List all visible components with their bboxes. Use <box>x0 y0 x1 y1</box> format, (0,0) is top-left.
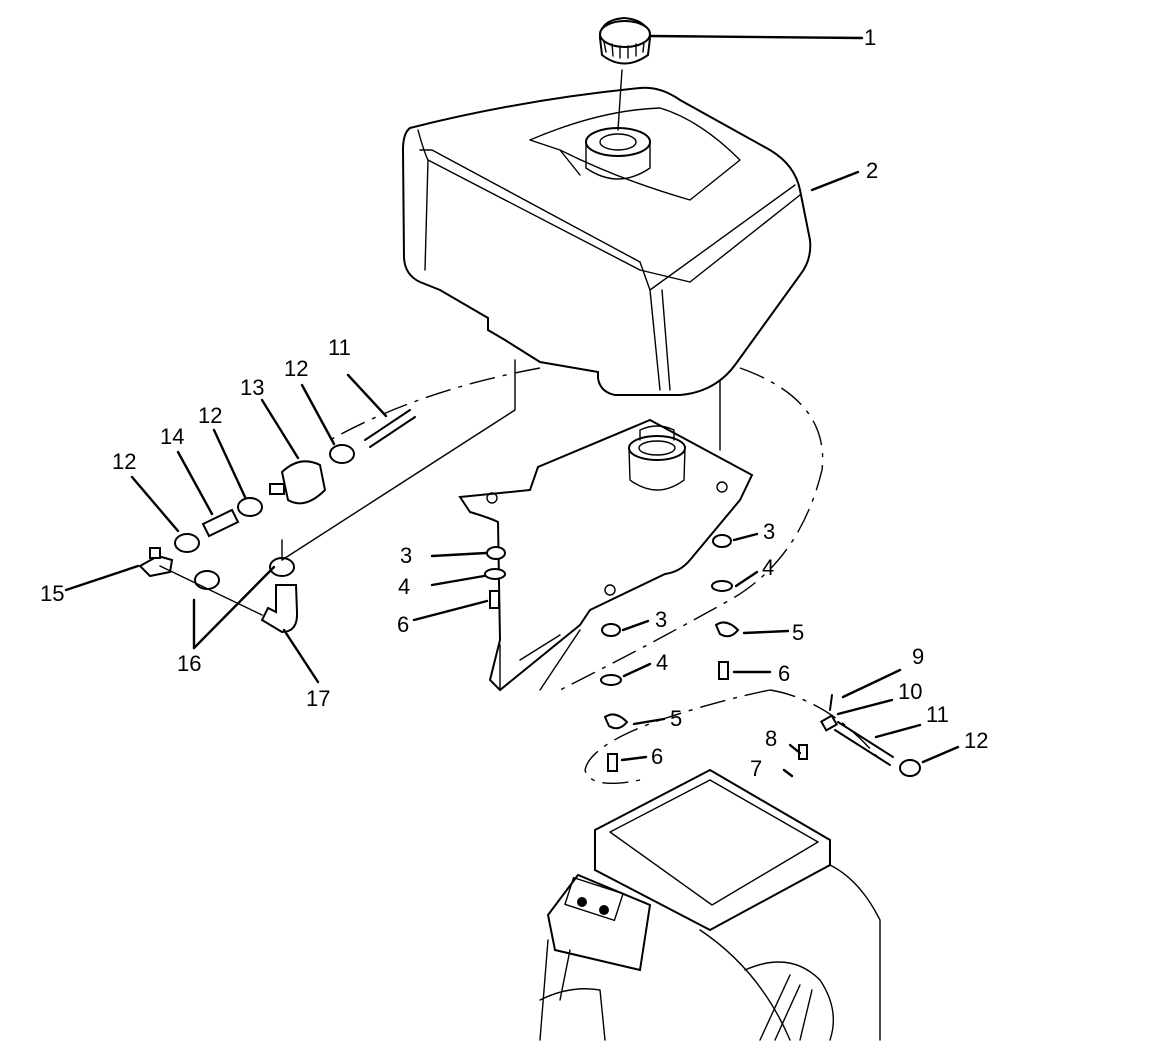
callout-1: 1 <box>864 25 876 50</box>
callout-5a: 5 <box>792 620 804 645</box>
callout-5b: 5 <box>670 706 682 731</box>
callout-12d: 12 <box>964 728 988 753</box>
callout-3b: 3 <box>763 519 775 544</box>
callout-8: 8 <box>765 726 777 751</box>
callout-9: 9 <box>912 644 924 669</box>
callout-6a: 6 <box>397 612 409 637</box>
callout-labels: 1 2 3 4 6 3 4 5 6 3 4 5 6 7 8 9 10 11 12… <box>40 25 988 781</box>
callout-3a: 3 <box>400 543 412 568</box>
callout-4a: 4 <box>398 574 410 599</box>
callout-11b: 11 <box>926 702 949 727</box>
leader-lines <box>64 34 960 778</box>
fuel-tank <box>401 86 812 396</box>
callout-16: 16 <box>177 651 201 676</box>
fuel-line-parts <box>138 409 516 634</box>
fuel-cap <box>598 16 652 131</box>
callout-15: 15 <box>40 581 64 606</box>
callout-7: 7 <box>750 756 762 781</box>
callout-6c: 6 <box>651 744 663 769</box>
callout-11a: 11 <box>328 335 351 360</box>
engine <box>539 768 881 1041</box>
callout-6b: 6 <box>778 661 790 686</box>
callout-13: 13 <box>240 375 264 400</box>
callout-12a: 12 <box>284 356 308 381</box>
callout-14: 14 <box>160 424 184 449</box>
phantom-lines <box>329 367 881 785</box>
mounting-plate <box>458 359 754 692</box>
callout-4b: 4 <box>762 555 774 580</box>
callout-12c: 12 <box>112 449 136 474</box>
callout-17: 17 <box>306 686 330 711</box>
callout-12b: 12 <box>198 403 222 428</box>
hardware-parts <box>484 534 921 777</box>
callout-4c: 4 <box>656 650 668 675</box>
callout-3c: 3 <box>655 607 667 632</box>
callout-10: 10 <box>898 679 922 704</box>
callout-2: 2 <box>866 158 878 183</box>
